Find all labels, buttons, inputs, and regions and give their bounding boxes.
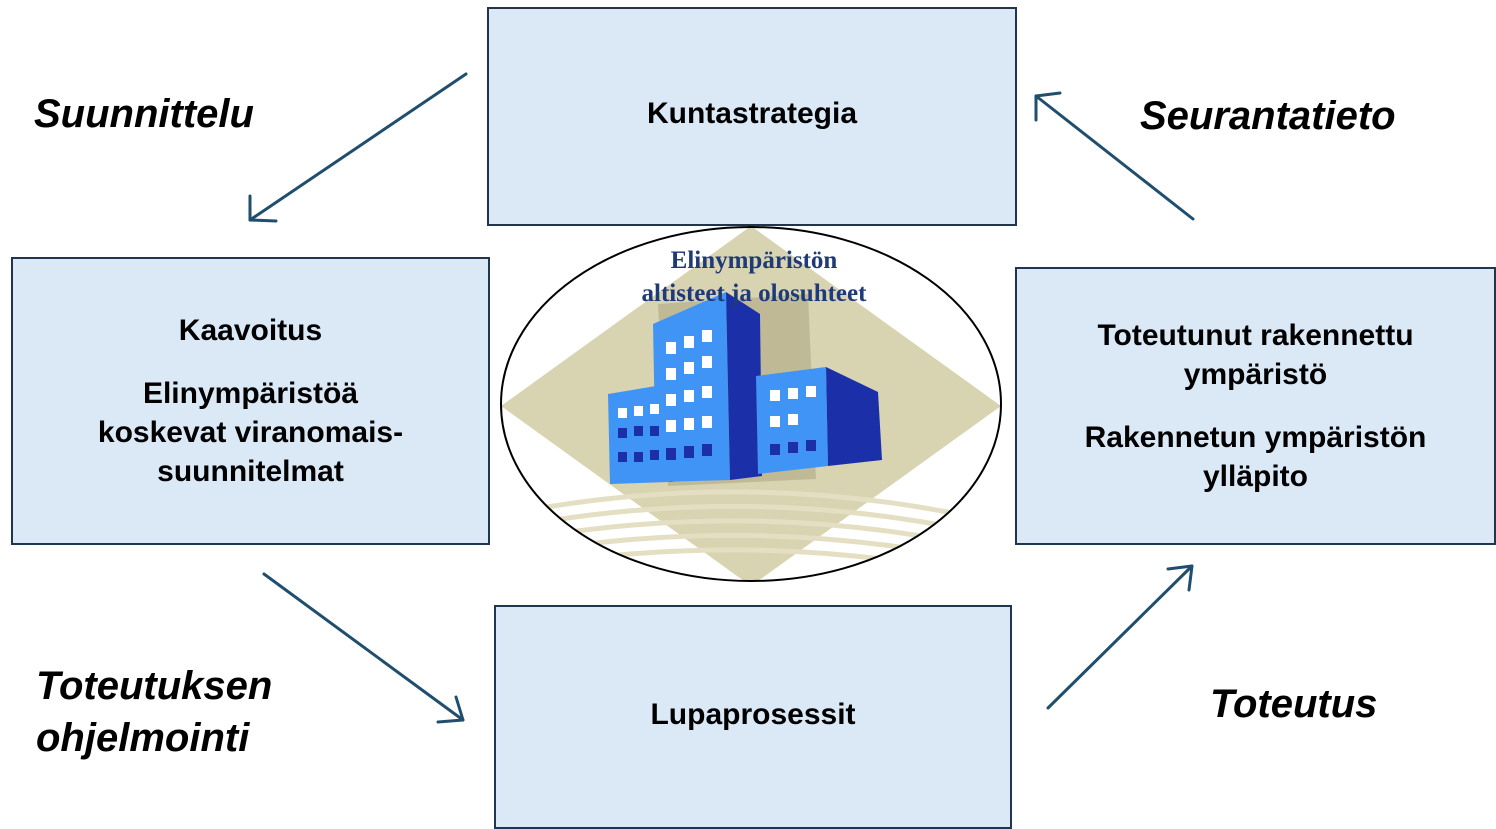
center-oval-image bbox=[500, 226, 1002, 582]
box-lupaprosessit-label: Lupaprosessit bbox=[650, 697, 856, 731]
box-kaavoitus-label: Kaavoitus bbox=[178, 314, 323, 347]
arrow-planning-to-permits bbox=[262, 572, 465, 724]
box-rakennettu-ymparisto-sublabel: Rakennetun ympäristön ylläpito bbox=[1084, 421, 1427, 493]
phase-label-seurantatieto: Seurantatieto bbox=[1140, 94, 1396, 138]
box-kaavoitus-sublabel: Elinympäristöä koskevat viranomais- suun… bbox=[97, 377, 404, 488]
arrow-strategy-to-planning bbox=[248, 72, 468, 223]
phase-label-toteutuksen-ohjelmointi: Toteutuksen ohjelmointi bbox=[36, 664, 273, 760]
box-lupaprosessit: Lupaprosessit bbox=[494, 605, 1012, 829]
arrow-permits-to-built bbox=[1046, 564, 1194, 710]
phase-label-toteutus: Toteutus bbox=[1210, 682, 1378, 726]
box-kaavoitus: Kaavoitus Elinympäristöä koskevat virano… bbox=[11, 257, 490, 545]
buildings-icon bbox=[608, 292, 882, 486]
phase-label-suunnittelu: Suunnittelu bbox=[34, 92, 254, 136]
box-kuntastrategia: Kuntastrategia bbox=[487, 7, 1017, 226]
center-oval-title: Elinympäristön altisteet ja olosuhteet bbox=[641, 247, 867, 307]
box-rakennettu-ymparisto: Toteutunut rakennettu ympäristö Rakennet… bbox=[1015, 267, 1496, 545]
box-kuntastrategia-label: Kuntastrategia bbox=[646, 97, 858, 130]
box-rakennettu-ymparisto-label: Toteutunut rakennettu ympäristö bbox=[1097, 319, 1414, 391]
